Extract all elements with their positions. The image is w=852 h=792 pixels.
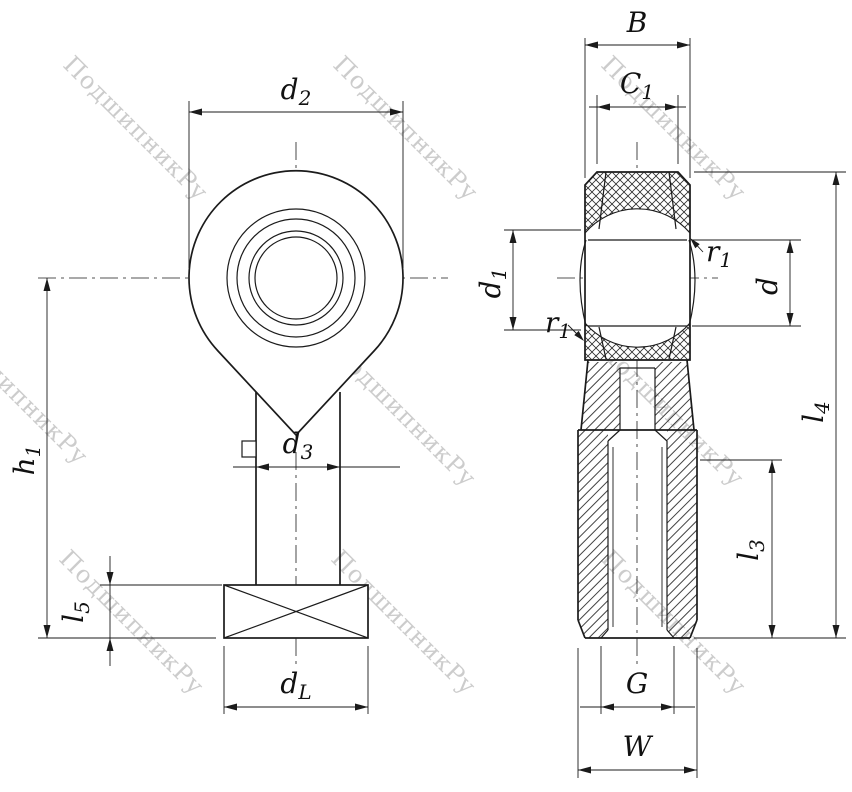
front-view: d2 d3 h1 l5 xyxy=(8,73,448,714)
arrowhead xyxy=(665,103,678,111)
dim-label-r1-lower: r1 xyxy=(545,306,571,343)
arrowhead xyxy=(574,330,584,341)
side-view: B C1 d1 d xyxy=(474,6,846,778)
dimension-r1-lower: r1 xyxy=(545,306,584,343)
body-chamfer-right xyxy=(689,619,698,639)
race-bore-edge xyxy=(668,326,677,360)
arrowhead xyxy=(106,638,114,651)
dimension-l3: l3 xyxy=(700,459,782,638)
watermark-layer: ПодшипникРу ПодшипникРу ПодшипникРу Подш… xyxy=(0,50,752,700)
dim-label-l3: l3 xyxy=(732,539,769,561)
arrowhead xyxy=(597,103,610,111)
neck-section-right xyxy=(655,362,694,430)
body-chamfer-left xyxy=(577,619,586,639)
arrowhead xyxy=(786,240,794,253)
dim-label-d1: d1 xyxy=(474,268,511,299)
outer-race-circle xyxy=(226,208,366,348)
bore-exit-chamfer-left xyxy=(600,629,609,639)
upper-race-section xyxy=(584,171,691,235)
watermark-text: ПодшипникРу xyxy=(58,50,214,206)
arrowhead xyxy=(684,766,697,774)
dimension-r1-upper: r1 xyxy=(690,235,732,272)
dimension-l4: l4 xyxy=(694,171,846,639)
arrowhead xyxy=(832,625,840,638)
dimension-C1: C1 xyxy=(589,67,686,164)
arrowhead xyxy=(601,703,614,711)
race-bore-edge xyxy=(598,171,607,230)
thread-entry-chamfer-left xyxy=(607,429,621,442)
race-bore-edge xyxy=(668,171,677,230)
dim-label-d: d xyxy=(751,277,784,295)
dimension-d2: d2 xyxy=(188,73,404,268)
dimension-G: G xyxy=(580,646,695,714)
arrowhead xyxy=(224,703,237,711)
dimension-dL: dL xyxy=(223,646,369,714)
neck-edge-left xyxy=(580,359,589,431)
body-wall-section-right xyxy=(667,430,697,638)
arrowhead xyxy=(355,703,368,711)
grease-fitting xyxy=(241,440,257,458)
dim-label-dL: dL xyxy=(280,667,311,704)
arrowhead xyxy=(43,278,51,291)
bore-circle xyxy=(254,236,338,320)
neck-edge-right xyxy=(686,359,695,431)
watermark-text: ПодшипникРу xyxy=(328,50,484,206)
dim-label-G: G xyxy=(626,667,648,700)
arrowhead xyxy=(768,625,776,638)
arrowhead xyxy=(43,625,51,638)
dimension-d: d xyxy=(692,239,801,327)
dimension-h1: h1 xyxy=(8,278,216,639)
dimension-l5: l5 xyxy=(57,556,222,666)
dim-label-l4: l4 xyxy=(797,401,834,423)
dim-label-d3: d3 xyxy=(283,427,314,464)
eye-head-outline xyxy=(188,169,404,437)
race-bore-edge xyxy=(598,326,607,360)
ball-silhouette-left xyxy=(579,239,587,327)
dim-label-d2: d2 xyxy=(281,73,312,110)
arrowhead xyxy=(189,108,202,116)
arrowhead xyxy=(509,230,517,243)
dimension-W: W xyxy=(577,648,698,778)
neck-section-left xyxy=(581,362,620,430)
dimension-d3: d3 xyxy=(233,427,400,471)
bore-exit-chamfer-right xyxy=(666,629,675,639)
arrowhead xyxy=(106,572,114,585)
arrowhead xyxy=(390,108,403,116)
dim-label-l5: l5 xyxy=(57,601,94,623)
arrowhead xyxy=(578,766,591,774)
bore-chamfer-circle xyxy=(248,230,344,326)
body-wall-section-left xyxy=(578,430,608,638)
ball-circle xyxy=(236,218,356,338)
arrowhead xyxy=(661,703,674,711)
dimension-B: B xyxy=(584,6,691,178)
ball-silhouette-right xyxy=(688,239,696,327)
dim-label-h1: h1 xyxy=(8,445,45,476)
dim-label-r1-upper: r1 xyxy=(706,235,732,272)
base-cross-line-2 xyxy=(223,584,369,639)
arrowhead xyxy=(832,172,840,185)
arrowhead xyxy=(677,41,690,49)
thread-entry-chamfer-right xyxy=(654,429,668,442)
arrowhead xyxy=(768,460,776,473)
arrowhead xyxy=(690,238,700,249)
arrowhead xyxy=(509,317,517,330)
arrowhead xyxy=(786,313,794,326)
dim-label-B: B xyxy=(626,6,648,39)
dim-label-W: W xyxy=(623,730,654,763)
dimension-d1: d1 xyxy=(474,229,581,331)
arrowhead xyxy=(256,463,269,471)
arrowhead xyxy=(327,463,340,471)
dim-label-C1: C1 xyxy=(620,67,654,104)
arrowhead xyxy=(585,41,598,49)
